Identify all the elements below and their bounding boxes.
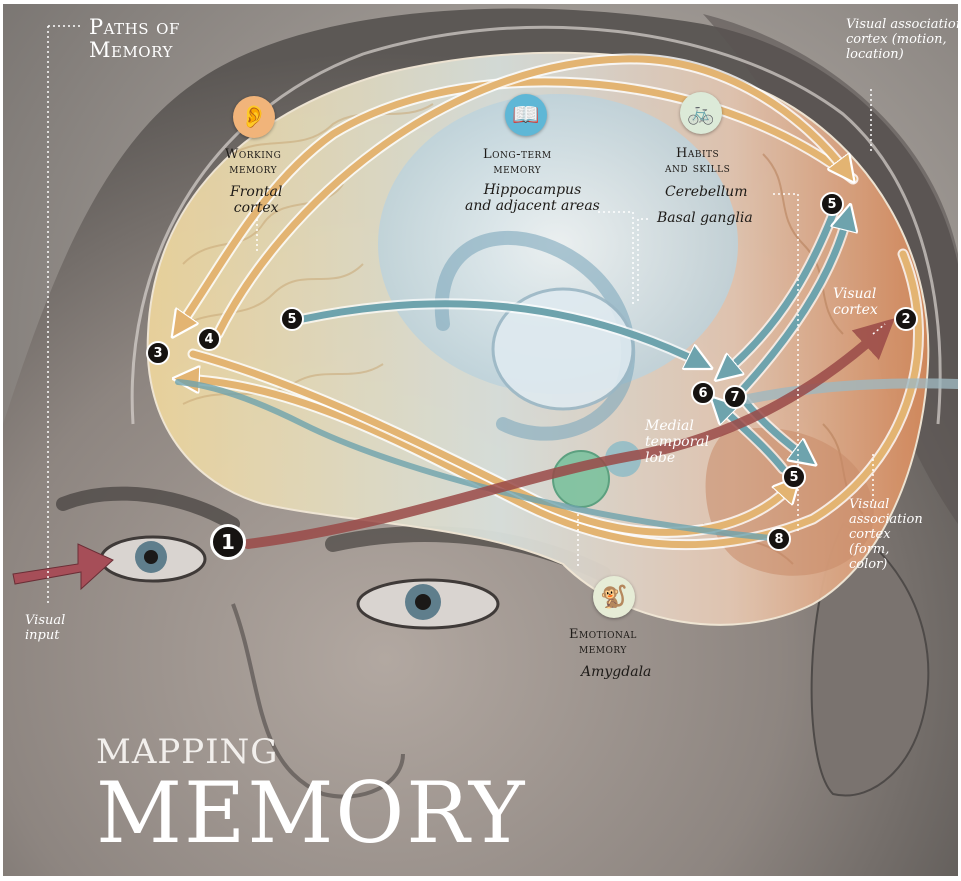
marker-8: 8 [767,527,791,551]
paths-of-memory-title: Paths of Memory [89,15,180,62]
hippocampus-label: Hippocampus and adjacent areas [465,182,600,215]
eyebrow-left [56,486,240,531]
diagram-canvas: Paths of Memory 👂 📖 🚲 🐒 Working memory F… [3,4,958,876]
memory-title: MEMORY [96,764,527,862]
visual-input-arrow [12,543,114,591]
marker-7: 7 [723,385,747,409]
red-arrows [12,318,895,591]
working-memory-title: Working memory [225,147,282,177]
nose [231,603,405,799]
amygdala-label: Amygdala [581,664,652,680]
book-icon: 📖 [505,94,547,136]
hippocampus-curve [434,230,636,441]
marker-5-frontal: 5 [280,307,304,331]
ear-eye-icon: 👂 [233,96,275,138]
emotional-memory-title: Emotional memory [569,627,637,657]
leader-lines [47,25,886,604]
visual-input-label: Visual input [25,613,66,643]
habits-skills-title: Habits and skills [665,146,731,176]
skull-outline [130,25,942,425]
marker-1: 1 [210,524,246,560]
marker-6: 6 [691,381,715,405]
brain-illustration [3,8,958,876]
cerebellum-label: Cerebellum [665,184,748,200]
visual-association-form-label: Visual association cortex (form, color) [849,497,923,572]
teal-arrows [175,214,958,542]
marker-2: 2 [894,307,918,331]
frontal-cortex-label: Frontal cortex [230,184,283,217]
basal-ganglia-label: Basal ganglia [657,210,753,226]
ear [810,522,930,797]
gold-arrows [178,53,925,551]
mapping-title: MAPPING [96,732,279,772]
marker-4: 4 [197,327,221,351]
medial-temporal-lobe-label: Medial temporal lobe [645,418,710,467]
marker-5-upper: 5 [820,192,844,216]
marker-3: 3 [146,341,170,365]
bicycle-icon: 🚲 [680,92,722,134]
marker-5-lower: 5 [782,465,806,489]
visual-cortex-label: Visual cortex [833,286,878,319]
monkey-icon: 🐒 [593,576,635,618]
visual-association-motion-label: Visual association cortex (motion, locat… [846,17,958,62]
long-term-memory-title: Long-term memory [483,147,552,177]
